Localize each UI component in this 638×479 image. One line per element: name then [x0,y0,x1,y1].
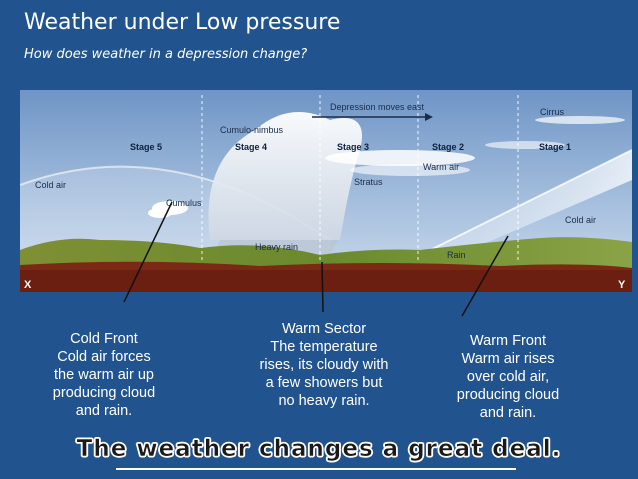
depression-diagram: Depression moves east Cirrus Cumulo-nimb… [20,90,632,292]
cold-front-callout: Cold Front Cold air forces the warm air … [26,330,182,420]
cold-front-line: the warm air up [54,367,154,383]
warm-front-line: and rain. [479,405,537,421]
tagline-underline [116,468,516,470]
warm-air-label: Warm air [423,162,459,172]
stage-1-label: Stage 1 [539,142,571,152]
warm-front-line: over cold air, [466,369,550,385]
cold-front-line: and rain. [75,403,133,419]
stratus-cloud [325,150,475,166]
stage-5-label: Stage 5 [130,142,162,152]
tagline: The weather changes a great deal. [76,436,562,463]
cumulus-cloud-small [148,208,172,218]
stratus-label: Stratus [354,177,383,187]
warm-sector-line: no heavy rain. [278,393,370,409]
depression-arrowhead [425,113,433,121]
cirrus-cloud-lower [485,141,565,149]
x-marker: X [24,279,32,291]
stage-4-label: Stage 4 [235,142,267,152]
heavy-rain-label: Heavy rain [255,242,298,252]
cold-front-line: producing cloud [52,385,156,401]
cold-front-line: Cold air forces [57,349,151,365]
soil-base [20,270,632,292]
cumulo-nimbus-cloud [208,112,362,240]
cumulus-label: Cumulus [166,198,202,208]
warm-sector-heading: Warm Sector [281,321,367,337]
warm-sector-callout: Warm Sector The temperature rises, its c… [244,320,404,410]
depression-moves-label: Depression moves east [330,102,425,112]
depression-cross-section: Depression moves east Cirrus Cumulo-nimb… [20,90,632,292]
stratus-cloud-lower [350,164,470,176]
warm-sector-line: a few showers but [265,375,383,391]
cold-air-right-label: Cold air [565,215,596,225]
warm-front-heading: Warm Front [470,333,546,349]
stage-2-label: Stage 2 [432,142,464,152]
warm-front-line: producing cloud [456,387,560,403]
stage-3-label: Stage 3 [337,142,369,152]
warm-sector-line: The temperature [270,339,378,355]
slide-title: Weather under Low pressure [24,10,341,35]
cold-front-heading: Cold Front [70,331,138,347]
cirrus-label: Cirrus [540,107,564,117]
rain-label: Rain [447,250,466,260]
warm-front-callout: Warm Front Warm air rises over cold air,… [428,332,588,422]
cold-air-left-label: Cold air [35,180,66,190]
cumulo-nimbus-label: Cumulo-nimbus [220,125,284,135]
cirrus-cloud [535,116,625,124]
slide-subtitle: How does weather in a depression change? [24,47,308,62]
warm-front-line: Warm air rises [461,351,555,367]
y-marker: Y [618,279,626,291]
warm-sector-line: rises, its cloudy with [259,357,389,373]
